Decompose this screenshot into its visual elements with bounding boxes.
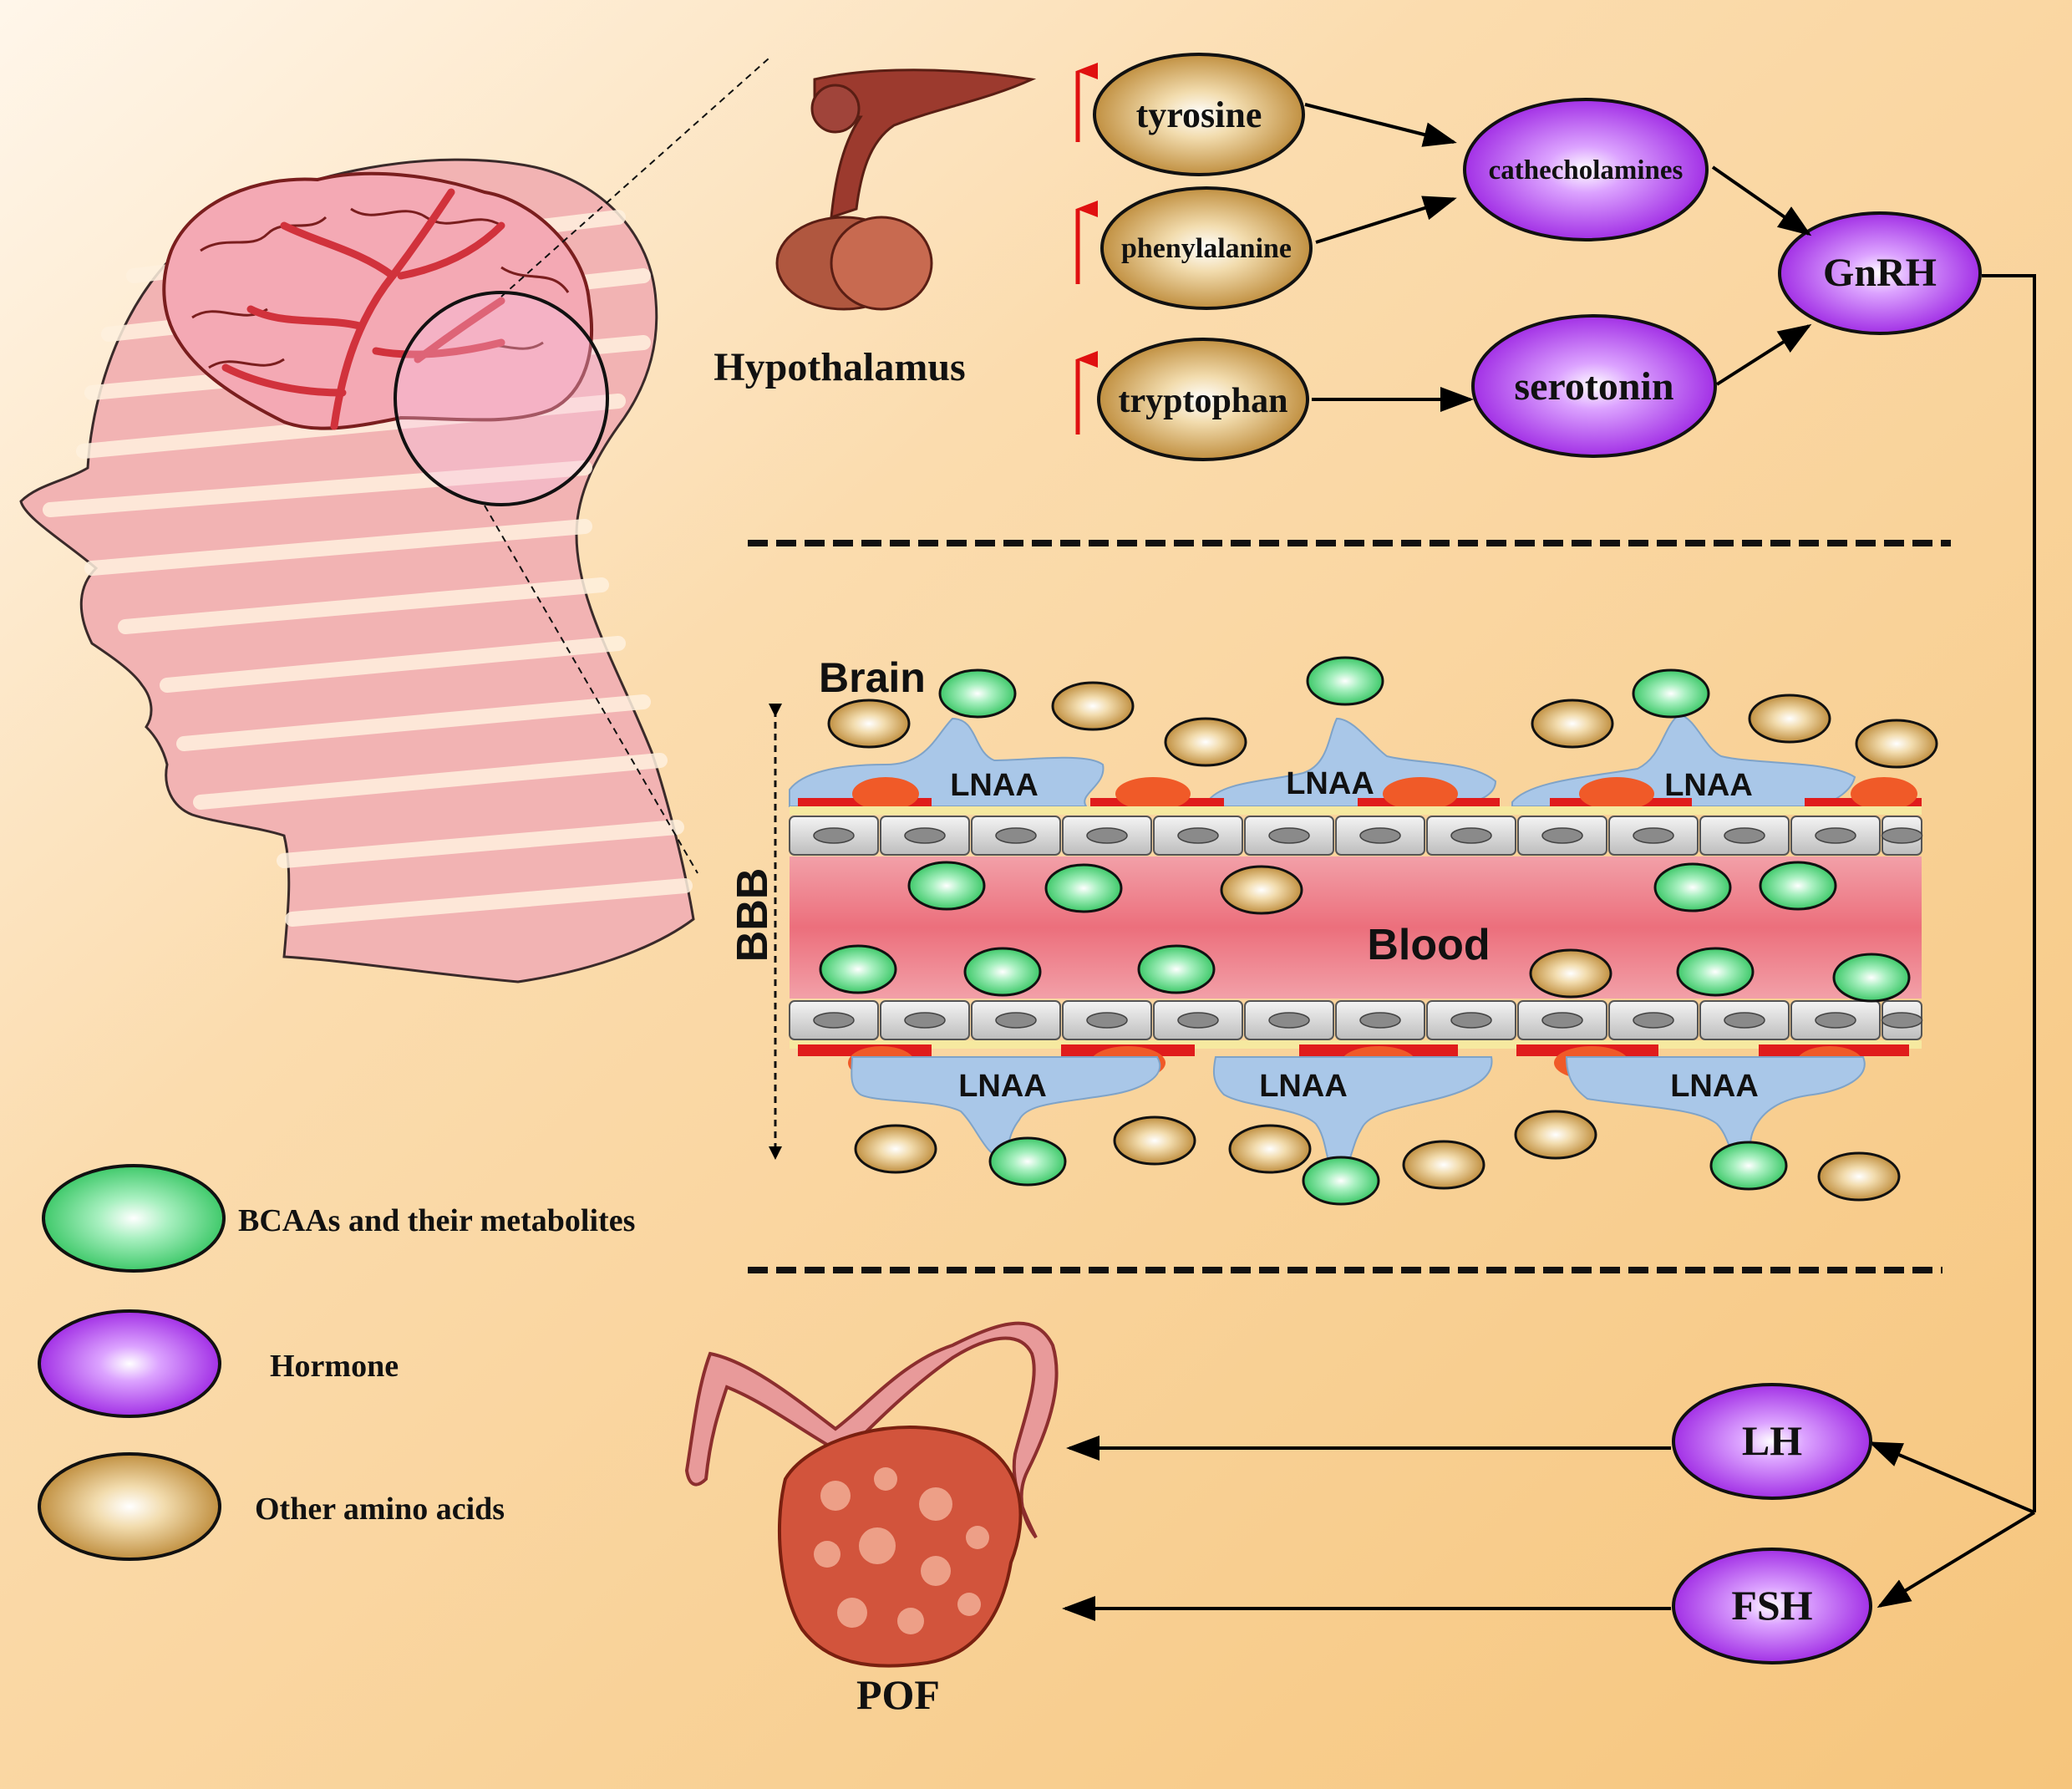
- gnrh-label: GnRH: [1823, 251, 1937, 295]
- legend-item-aa: Other amino acids: [38, 1452, 505, 1561]
- cell-nucleus: [1177, 1012, 1219, 1029]
- lnaa-label-top-2: LNAA: [1286, 766, 1374, 801]
- hypothalamus-illustration: [775, 69, 1037, 311]
- cell-nucleus: [1086, 827, 1128, 844]
- head-illustration: [19, 58, 769, 983]
- legend-label-aa: Other amino acids: [255, 1492, 505, 1527]
- cell-nucleus: [1881, 827, 1923, 844]
- endothelial-layer-top: [789, 816, 1923, 856]
- node-serotonin: serotonin: [1471, 314, 1717, 458]
- lnaa-label-bottom-1: LNAA: [958, 1069, 1047, 1104]
- blood-brain-barrier: [789, 713, 1923, 1176]
- node-tyrosine: tyrosine: [1093, 53, 1305, 176]
- fsh-label: FSH: [1731, 1582, 1812, 1629]
- bcaa-particles: [819, 656, 1911, 1206]
- legend-swatch-hormone: [38, 1309, 221, 1418]
- lnaa-label-top-1: LNAA: [950, 768, 1039, 803]
- pof-label: POF: [856, 1671, 940, 1718]
- cell-nucleus: [1450, 827, 1492, 844]
- cell-nucleus: [1359, 827, 1401, 844]
- node-lh: LH: [1672, 1383, 1872, 1500]
- cell-nucleus: [1724, 1012, 1765, 1029]
- brain-vessels: [221, 188, 505, 430]
- head-stripes: [43, 210, 693, 927]
- brain-label: Brain: [819, 654, 926, 701]
- legend: BCAAs and their metabolites Hormone Othe…: [38, 1164, 635, 1561]
- node-tryptophan: tryptophan: [1097, 338, 1309, 461]
- cell-nucleus: [1724, 827, 1765, 844]
- astrocytes-bottom: [851, 1056, 1866, 1176]
- lnaa-label-top-3: LNAA: [1664, 768, 1753, 803]
- node-phenylalanine: phenylalanine: [1100, 186, 1313, 310]
- cell-nucleus: [1268, 827, 1310, 844]
- cell-nucleus: [1268, 1012, 1310, 1029]
- gnrh-connector: [1868, 274, 2036, 1609]
- node-cathecholamines: cathecholamines: [1463, 98, 1709, 241]
- cell-nucleus: [1086, 1012, 1128, 1029]
- other-amino-acid-particles: [827, 681, 1938, 1202]
- node-fsh: FSH: [1672, 1548, 1872, 1664]
- legend-item-hormone: Hormone: [38, 1309, 399, 1418]
- blood-label: Blood: [1367, 921, 1490, 969]
- zoom-line-top: [500, 58, 769, 297]
- tryptophan-label: tryptophan: [1118, 382, 1287, 420]
- legend-swatch-bcaa: [42, 1164, 226, 1273]
- ovary-illustration: [684, 1321, 1059, 1668]
- lnaa-label-bottom-2: LNAA: [1259, 1069, 1348, 1104]
- ovary-arrows: [1062, 1436, 1671, 1621]
- cathecholamines-label: cathecholamines: [1489, 155, 1684, 186]
- node-gnrh: GnRH: [1778, 211, 1982, 335]
- cell-nucleus: [813, 1012, 855, 1029]
- endothelial-layer-bottom: [789, 1000, 1923, 1040]
- cell-nucleus: [904, 827, 946, 844]
- hypothalamus-zoom-circle: [394, 291, 609, 506]
- cell-nucleus: [1815, 1012, 1856, 1029]
- cell-nucleus: [1815, 827, 1856, 844]
- pathway-arrows-top: [1304, 103, 1812, 412]
- zoom-line-bottom: [484, 505, 698, 874]
- bbb-label: BBB: [729, 868, 777, 963]
- cell-nucleus: [1633, 1012, 1674, 1029]
- cell-nucleus: [1177, 827, 1219, 844]
- cell-nucleus: [1541, 1012, 1583, 1029]
- legend-label-bcaa: BCAAs and their metabolites: [238, 1203, 635, 1238]
- serotonin-label: serotonin: [1514, 364, 1673, 409]
- cell-nucleus: [1633, 827, 1674, 844]
- cell-nucleus: [1881, 1012, 1923, 1029]
- cell-nucleus: [995, 1012, 1037, 1029]
- legend-label-hormone: Hormone: [270, 1349, 399, 1384]
- lh-label: LH: [1742, 1417, 1802, 1464]
- cell-nucleus: [1541, 827, 1583, 844]
- lnaa-label-bottom-3: LNAA: [1670, 1069, 1759, 1104]
- cell-nucleus: [1359, 1012, 1401, 1029]
- cell-nucleus: [813, 827, 855, 844]
- lnaa-labels: LNAA LNAA LNAA LNAA LNAA LNAA: [950, 766, 1759, 1104]
- tyrosine-label: tyrosine: [1136, 94, 1262, 135]
- legend-item-bcaa: BCAAs and their metabolites: [42, 1164, 635, 1273]
- legend-swatch-aa: [38, 1452, 221, 1561]
- cell-nucleus: [995, 827, 1037, 844]
- cell-nucleus: [904, 1012, 946, 1029]
- hypothalamus-label: Hypothalamus: [714, 345, 965, 389]
- phenylalanine-label: phenylalanine: [1121, 233, 1292, 264]
- cell-nucleus: [1450, 1012, 1492, 1029]
